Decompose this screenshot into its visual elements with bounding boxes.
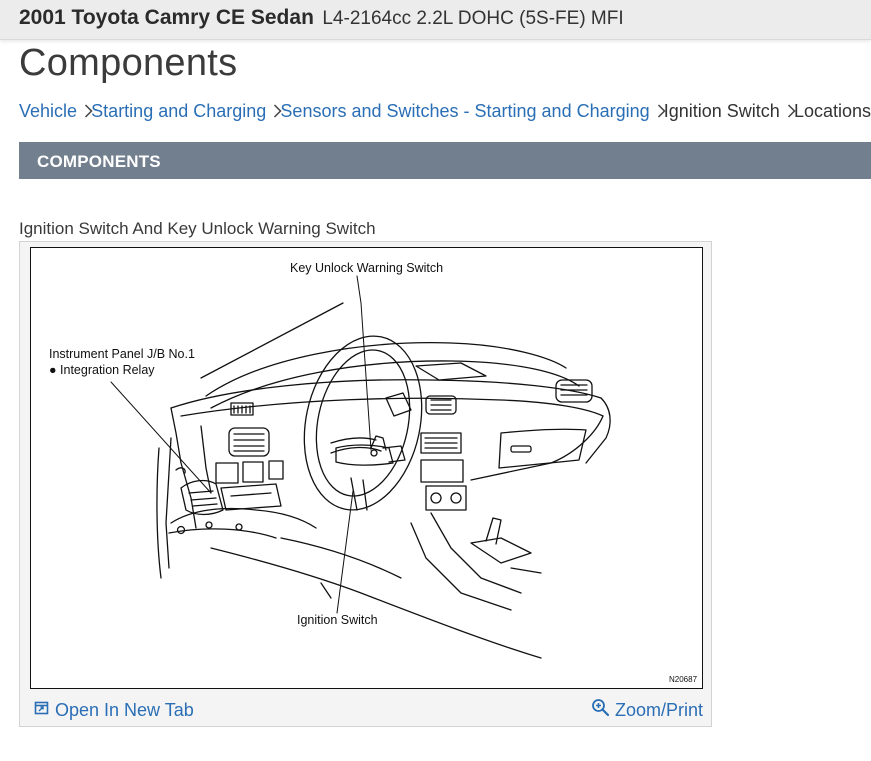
figure-code: N20687 xyxy=(669,675,698,684)
zoom-print-button[interactable]: Zoom/Print xyxy=(591,698,703,722)
open-in-new-tab-label: Open In New Tab xyxy=(55,699,194,720)
section-title: COMPONENTS xyxy=(37,152,161,171)
label-integration-relay: ● Integration Relay xyxy=(49,363,155,377)
open-in-new-tab-button[interactable]: Open In New Tab xyxy=(34,700,194,721)
vehicle-header: 2001 Toyota Camry CE Sedan L4-2164cc 2.2… xyxy=(0,0,871,40)
breadcrumb-sensors-switches[interactable]: Sensors and Switches - Starting and Char… xyxy=(280,100,650,121)
vehicle-engine: L4-2164cc 2.2L DOHC (5S-FE) MFI xyxy=(322,8,624,29)
dashboard-diagram: Key Unlock Warning Switch Instrument Pan… xyxy=(30,247,703,689)
zoom-in-icon xyxy=(591,698,615,722)
label-instrument-panel-jb: Instrument Panel J/B No.1 xyxy=(49,347,195,361)
open-new-tab-icon xyxy=(34,700,55,721)
breadcrumb-ignition-switch: Ignition Switch xyxy=(663,100,780,121)
zoom-print-label: Zoom/Print xyxy=(614,699,703,720)
label-ignition-switch: Ignition Switch xyxy=(297,613,378,627)
breadcrumb: Vehicle Starting and Charging Sensors an… xyxy=(19,99,871,123)
chevron-right-icon xyxy=(654,101,666,121)
figure-toolbar: Open In New Tab Zoom/Print xyxy=(20,694,711,726)
chevron-right-icon xyxy=(81,101,93,121)
figure-container: Key Unlock Warning Switch Instrument Pan… xyxy=(19,241,712,727)
label-key-unlock-warning-switch: Key Unlock Warning Switch xyxy=(290,261,443,275)
section-header: COMPONENTS xyxy=(19,142,871,179)
chevron-right-icon xyxy=(270,101,282,121)
vehicle-name: 2001 Toyota Camry CE Sedan xyxy=(19,6,314,29)
breadcrumb-vehicle[interactable]: Vehicle xyxy=(19,100,78,121)
breadcrumb-starting-charging[interactable]: Starting and Charging xyxy=(91,100,267,121)
chevron-right-icon xyxy=(784,101,796,121)
breadcrumb-locations: Locations xyxy=(793,100,871,121)
figure-caption: Ignition Switch And Key Unlock Warning S… xyxy=(19,219,376,238)
page-title: Components xyxy=(19,42,238,84)
